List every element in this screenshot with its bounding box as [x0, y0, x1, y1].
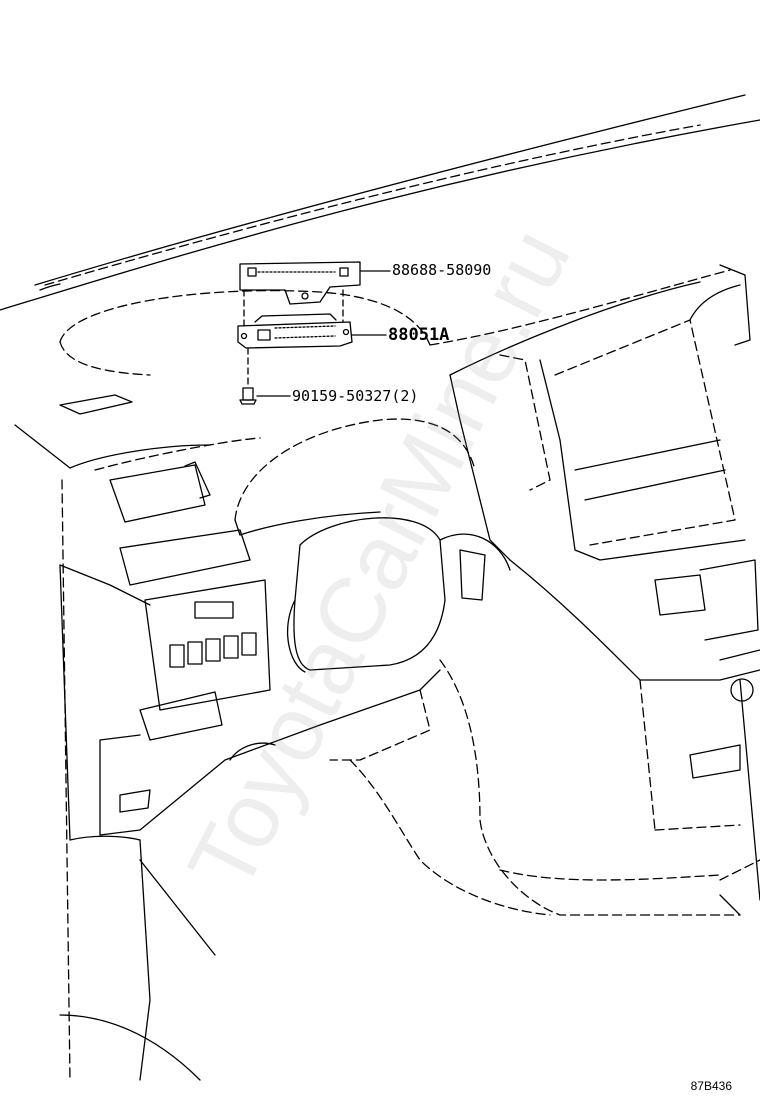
center-console	[509, 559, 760, 831]
right-kick-panel	[719, 679, 760, 916]
center-stack	[449, 264, 751, 561]
screw-part	[239, 387, 257, 405]
steering-wheel	[287, 517, 511, 673]
lower-dash-panel	[59, 669, 441, 1081]
dashboard-top-edge	[0, 94, 760, 311]
diagram-code: 87B436	[690, 1079, 732, 1093]
floor-tunnel	[349, 659, 760, 916]
bracket-part	[239, 261, 361, 305]
defroster-vent	[59, 394, 133, 415]
callout-module-part-number: 88051A	[388, 325, 450, 345]
switch-panel	[119, 529, 271, 813]
left-dash-side	[14, 424, 211, 1081]
callout-leaders	[256, 270, 391, 397]
callout-screw-part-number: 90159-50327(2)	[292, 387, 419, 405]
callout-bracket-part-number: 88688-58090	[392, 261, 492, 279]
assembly-guide-lines	[243, 289, 344, 389]
module-part	[237, 313, 353, 349]
dash-hidden-lines	[44, 124, 731, 376]
instrument-cluster	[94, 418, 476, 536]
